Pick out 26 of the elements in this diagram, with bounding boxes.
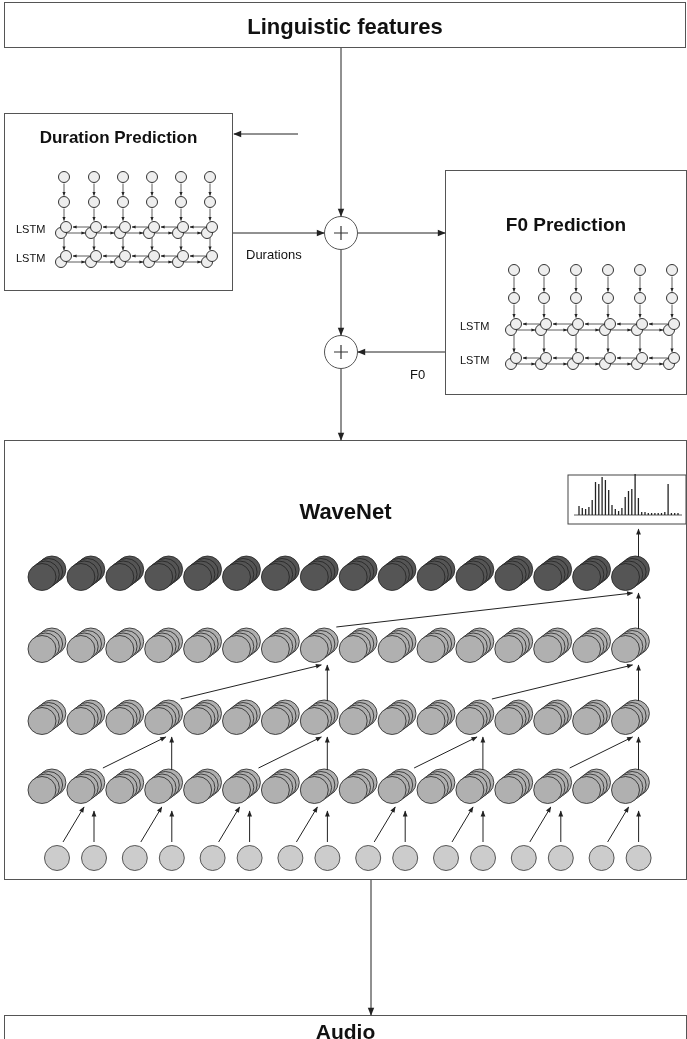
model-box <box>4 440 687 880</box>
heading: WaveNet <box>298 499 393 525</box>
layer-label: LSTM <box>460 320 490 332</box>
arrow <box>367 879 375 1016</box>
heading: F0 Prediction <box>504 214 628 236</box>
arrow <box>357 229 446 237</box>
model-box <box>445 170 687 395</box>
sum-circle <box>324 335 358 369</box>
arrow <box>232 229 325 237</box>
arrow <box>337 249 345 336</box>
output-box <box>4 1015 687 1039</box>
layer-label: LSTM <box>460 354 490 366</box>
sum-circle <box>324 216 358 250</box>
layer-label: LSTM <box>16 223 46 235</box>
model-box <box>4 113 233 291</box>
heading: Audio <box>314 1020 377 1039</box>
arrow <box>233 130 299 138</box>
edge-label: Durations <box>246 247 302 262</box>
heading: Duration Prediction <box>38 128 199 148</box>
edge-label: F0 <box>410 367 426 382</box>
layer-label: LSTM <box>16 252 46 264</box>
input-box <box>4 2 686 48</box>
heading: Linguistic features <box>246 14 444 40</box>
arrow <box>337 368 345 441</box>
arrow <box>337 47 345 217</box>
arrow <box>357 348 446 356</box>
